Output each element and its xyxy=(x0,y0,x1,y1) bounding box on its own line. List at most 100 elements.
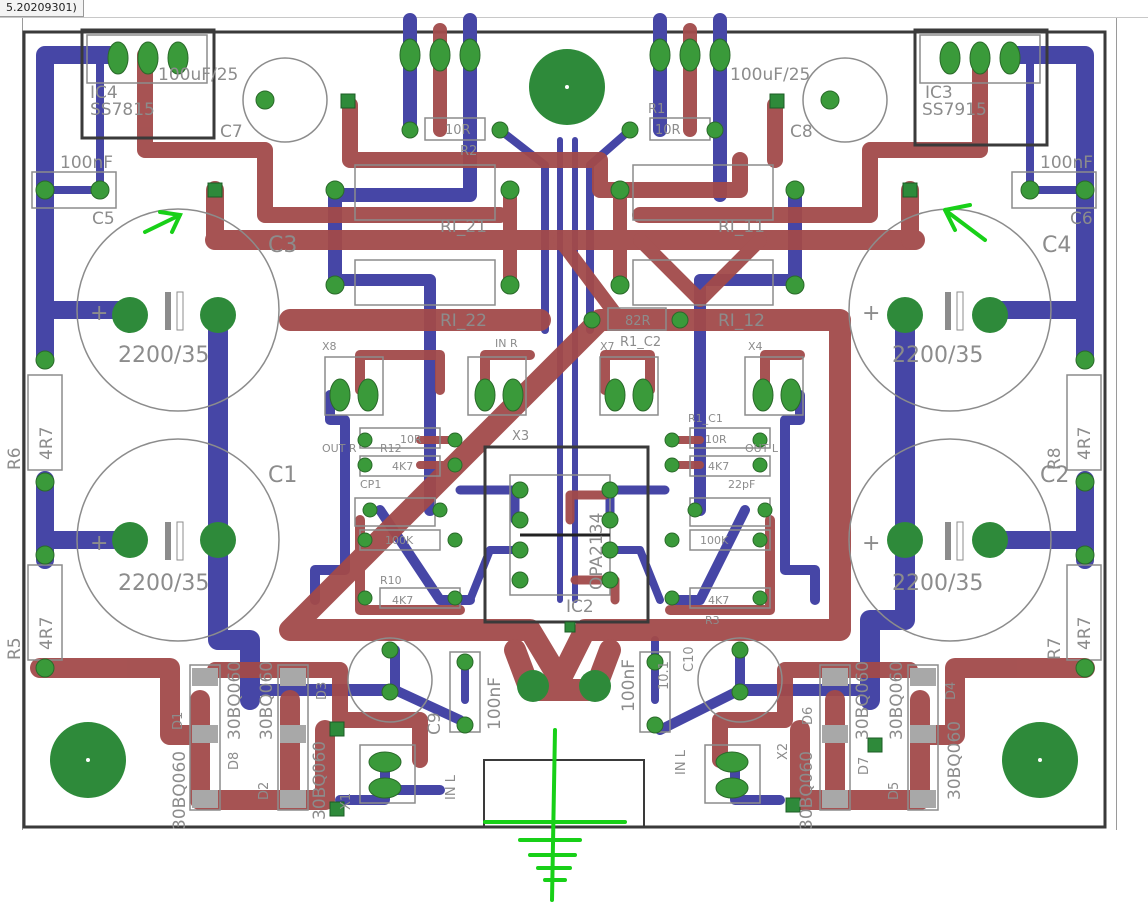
annotation-marks xyxy=(143,203,987,902)
label-c10-alt: 10.1 xyxy=(657,661,672,690)
label-d3-value: 30BQ060 xyxy=(225,661,245,740)
label-c3-value: 2200/35 xyxy=(118,343,209,368)
label-r1c1-value: 10R xyxy=(705,433,727,446)
label-in-r: IN R xyxy=(495,337,518,350)
label-d2-value: 30BQ060 xyxy=(310,741,330,820)
label-x4: X4 xyxy=(748,340,763,353)
label-d7: D7 xyxy=(857,757,872,775)
label-ic3-part: SS7915 xyxy=(922,100,987,120)
label-d2: D2 xyxy=(257,782,272,800)
label-r8: R8 xyxy=(1045,447,1065,470)
label-c5-value: 100nF xyxy=(60,153,113,173)
label-r8-value: 4R7 xyxy=(1075,427,1095,460)
label-ri21: RI_21 xyxy=(440,217,487,237)
plus-c1: + xyxy=(90,531,108,556)
label-ri12: RI_12 xyxy=(718,311,765,331)
board-outline xyxy=(22,30,1107,829)
label-c8-value: 100uF/25 xyxy=(730,65,810,85)
label-c1: C1 xyxy=(268,463,297,488)
label-r7-value: 4R7 xyxy=(1075,617,1095,650)
label-c3: C3 xyxy=(268,233,297,258)
label-d6: D6 xyxy=(801,707,816,725)
label-r12: R12 xyxy=(380,442,402,455)
label-r3: R3 xyxy=(705,614,720,627)
label-d4: D4 xyxy=(944,682,959,700)
label-d3: D3 xyxy=(315,682,330,700)
label-x8: X8 xyxy=(322,340,337,353)
document-tab[interactable]: 5.20209301) xyxy=(0,0,84,17)
label-r10: R10 xyxy=(380,574,402,587)
label-c2: C2 xyxy=(1040,463,1069,488)
label-c10: C10 xyxy=(682,646,697,672)
plus-c4: + xyxy=(862,301,880,326)
silkscreen-labels: IC4 SS7815 100uF/25 C7 IC3 SS7915 100uF/… xyxy=(5,65,1095,830)
label-r5: R5 xyxy=(5,637,25,660)
label-d6-value: 30BQ060 xyxy=(797,751,817,830)
label-d9: D8 xyxy=(227,752,242,770)
label-r2-value: 10R xyxy=(445,123,471,138)
label-r6-value: 4R7 xyxy=(37,427,57,460)
label-c9: C9 xyxy=(425,712,445,735)
label-r-4k7-b: 4K7 xyxy=(392,594,413,607)
label-cp1: CP1 xyxy=(360,478,381,491)
label-r-100k-b: 100K xyxy=(700,534,729,547)
label-c9-value: 100nF xyxy=(485,677,505,730)
label-in-l-left: IN L xyxy=(444,774,459,800)
plus-c3: + xyxy=(90,301,108,326)
label-d5: D5 xyxy=(887,782,902,800)
tab-bar-divider xyxy=(0,17,1148,18)
label-r1c2-value: 82R xyxy=(625,314,651,329)
label-r1-value: 10R xyxy=(655,123,681,138)
label-out-l: OUT L xyxy=(745,442,779,455)
label-c4: C4 xyxy=(1042,233,1071,258)
label-ic4: IC4 xyxy=(90,83,118,103)
plus-c2: + xyxy=(862,531,880,556)
diode-pads xyxy=(192,668,936,808)
label-c4-value: 2200/35 xyxy=(892,343,983,368)
workspace-right-edge xyxy=(1116,18,1117,830)
label-d5-value: 30BQ060 xyxy=(945,721,965,800)
label-ic4-part: SS7815 xyxy=(90,100,155,120)
label-c-22pf: 22pF xyxy=(728,478,755,491)
top-copper-traces xyxy=(30,23,1095,810)
label-c5: C5 xyxy=(92,209,115,229)
label-r6: R6 xyxy=(5,447,25,470)
label-r1: R1 xyxy=(648,102,665,117)
label-d7-value: 30BQ060 xyxy=(853,661,873,740)
label-x3: X3 xyxy=(512,429,529,444)
label-out-r: OUT R xyxy=(322,442,357,455)
label-c2-value: 2200/35 xyxy=(892,571,983,596)
label-x7: X7 xyxy=(600,340,615,353)
label-ic3: IC3 xyxy=(925,83,953,103)
label-in-l-right: IN L xyxy=(674,749,689,775)
label-c8: C8 xyxy=(790,122,813,142)
label-x2: X2 xyxy=(776,743,791,760)
label-r2: R2 xyxy=(460,144,477,159)
label-c6-value: 100nF xyxy=(1040,153,1093,173)
label-r12-value: 10R xyxy=(400,433,422,446)
label-d1-value: 30BQ060 xyxy=(170,751,190,830)
label-r-4k7-a: 4K7 xyxy=(392,460,413,473)
label-ri11: RI_11 xyxy=(718,217,765,237)
label-d8-value: 30BQ060 xyxy=(887,661,907,740)
capacitor-symbols xyxy=(165,291,964,561)
label-ri22: RI_22 xyxy=(440,311,487,331)
label-c6: C6 xyxy=(1070,209,1093,229)
label-d2-value-top: 30BQ060 xyxy=(257,661,277,740)
label-r1c2: R1_C2 xyxy=(620,335,661,350)
label-r-4k7-d: 4K7 xyxy=(708,594,729,607)
label-ic2-part: OPA2134 xyxy=(587,513,607,590)
label-r-100k-a: 100K xyxy=(385,534,414,547)
pads xyxy=(35,38,1095,817)
label-x1: X1 xyxy=(339,793,354,810)
label-c7-value: 100uF/25 xyxy=(158,65,238,85)
label-r7: R7 xyxy=(1045,637,1065,660)
label-r5-value: 4R7 xyxy=(37,617,57,650)
label-r-4k7-c: 4K7 xyxy=(708,460,729,473)
label-d1: D1 xyxy=(171,712,186,730)
label-c1-value: 2200/35 xyxy=(118,571,209,596)
label-c7: C7 xyxy=(220,122,243,142)
label-c10-value: 100nF xyxy=(619,659,639,712)
label-ic2: IC2 xyxy=(566,597,594,617)
